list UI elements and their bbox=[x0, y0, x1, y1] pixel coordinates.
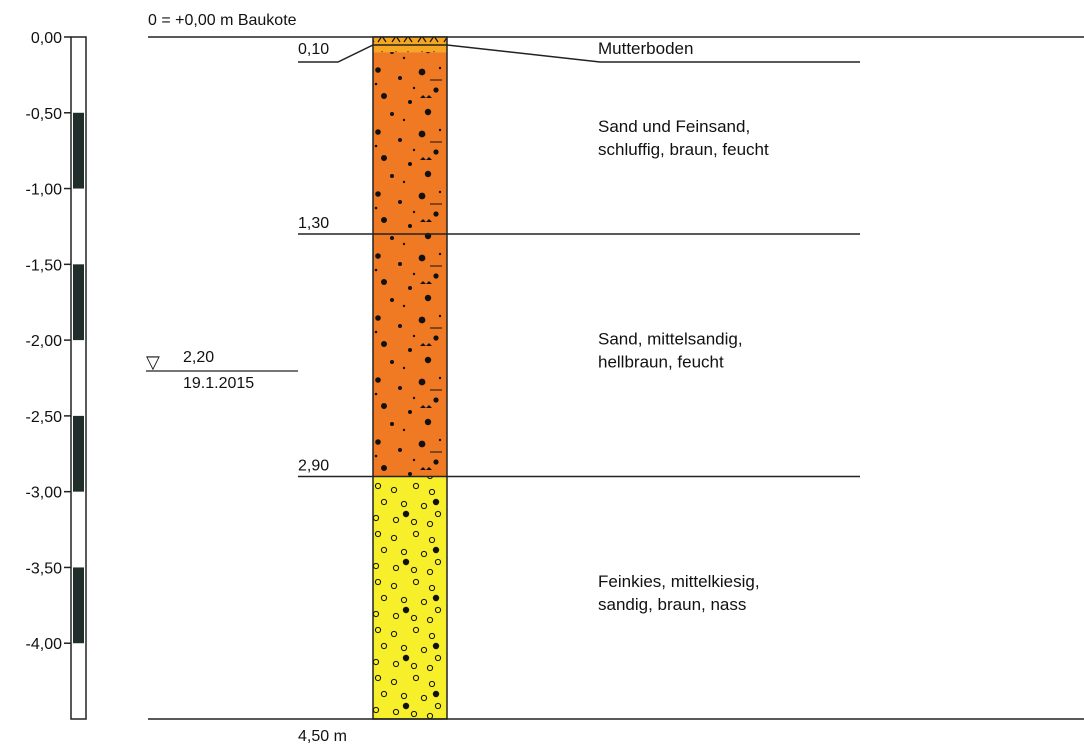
layer-description: Feinkies, mittelkiesig, bbox=[598, 572, 760, 591]
scale-tick-label: 0,00 bbox=[31, 30, 62, 47]
groundwater-marker: ▽ 2,20 19.1.2015 bbox=[146, 349, 298, 392]
scale-bar-segment bbox=[73, 112, 84, 189]
scale-tick-label: -3,50 bbox=[26, 560, 63, 577]
layer-depth-label: 2,90 bbox=[298, 458, 329, 475]
layer-description: hellbraun, feucht bbox=[598, 352, 724, 371]
layer-description: sandig, braun, nass bbox=[598, 595, 746, 614]
scale-bar-segment bbox=[73, 264, 84, 341]
reference-label: 0 = +0,00 m Baukote bbox=[148, 12, 297, 29]
scale-tick-label: -2,00 bbox=[26, 333, 63, 350]
scale-bar-segments bbox=[73, 112, 84, 644]
soil-layer-pattern bbox=[373, 476, 447, 719]
layer-description: schluffig, braun, feucht bbox=[598, 140, 769, 159]
groundwater-symbol: ▽ bbox=[146, 352, 160, 372]
scale-bar-segment bbox=[73, 567, 84, 644]
layer-depth-label: 0,10 bbox=[298, 41, 329, 58]
layer-description: Sand, mittelsandig, bbox=[598, 329, 743, 348]
scale-tick-label: -0,50 bbox=[26, 106, 63, 123]
scale-tick-label: -2,50 bbox=[26, 409, 63, 426]
scale-bar-outline bbox=[70, 36, 87, 720]
soil-column bbox=[372, 36, 448, 720]
layer-boundary-line bbox=[298, 44, 860, 63]
scale-tick-label: -1,00 bbox=[26, 182, 63, 199]
soil-layer-pattern bbox=[373, 52, 447, 235]
layer-depth-label: 1,30 bbox=[298, 215, 329, 232]
scale-ticks: 0,00 -0,50 -1,00 -1,50 -2,00 -2,50 -3,00 -3,50 -… bbox=[26, 30, 71, 653]
groundwater-depth-label: 2,20 bbox=[183, 349, 214, 366]
depth-scale: 0,00 -0,50 -1,00 -1,50 -2,00 -2,50 -3,00 -3,50 -… bbox=[26, 30, 87, 720]
layer-depth-label: 4,50 m bbox=[298, 728, 347, 745]
scale-tick-label: -1,50 bbox=[26, 257, 63, 274]
scale-tick-label: -4,00 bbox=[26, 636, 63, 653]
groundwater-date: 19.1.2015 bbox=[183, 375, 254, 392]
scale-tick-label: -3,00 bbox=[26, 485, 63, 502]
layer-description: Mutterboden bbox=[598, 39, 693, 58]
soil-layer-pattern bbox=[373, 234, 447, 477]
layer-boundaries: 0,10 1,30 2,90 4,50 m bbox=[148, 41, 1084, 745]
scale-bar-segment bbox=[73, 415, 84, 492]
layer-description: Sand und Feinsand, bbox=[598, 117, 750, 136]
